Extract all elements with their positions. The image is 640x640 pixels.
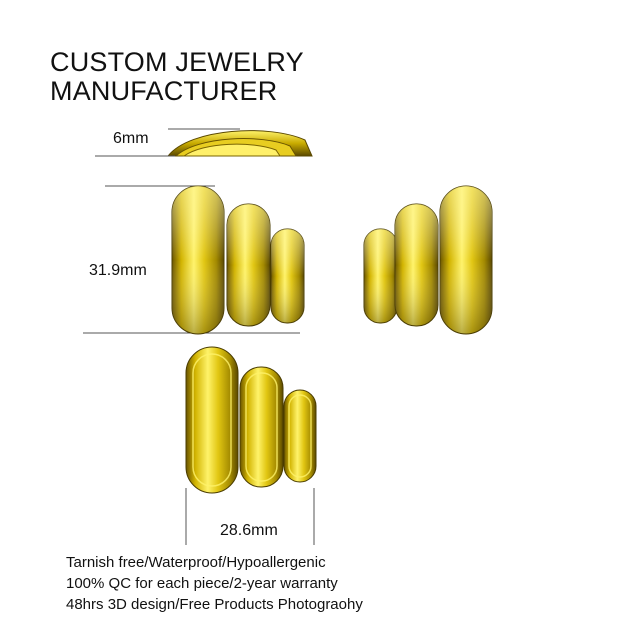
feature-item: Tarnish free/Waterproof/Hypoallergenic [66, 554, 326, 571]
width-dimension-label: 28.6mm [220, 522, 278, 539]
height-dimension-label: 31.9mm [89, 262, 147, 279]
feature-item: 100% QC for each piece/2-year warranty [66, 575, 338, 592]
depth-dimension-label: 6mm [113, 130, 149, 147]
bar-small-back [283, 389, 317, 483]
bar-medium-back [239, 366, 284, 488]
title-line-1: CUSTOM JEWELRY [50, 47, 304, 77]
page-title: CUSTOM JEWELRY MANUFACTURER [50, 48, 304, 106]
front-view-bars [171, 185, 305, 335]
back-view-bars [185, 346, 317, 494]
bar-large-back [185, 346, 239, 494]
feature-list: Tarnish free/Waterproof/Hypoallergenic 1… [66, 552, 363, 615]
title-line-2: MANUFACTURER [50, 76, 278, 106]
top-view-arcs [166, 130, 313, 157]
mirrored-view-bars [363, 185, 493, 335]
feature-item: 48hrs 3D design/Free Products Photograoh… [66, 596, 363, 613]
